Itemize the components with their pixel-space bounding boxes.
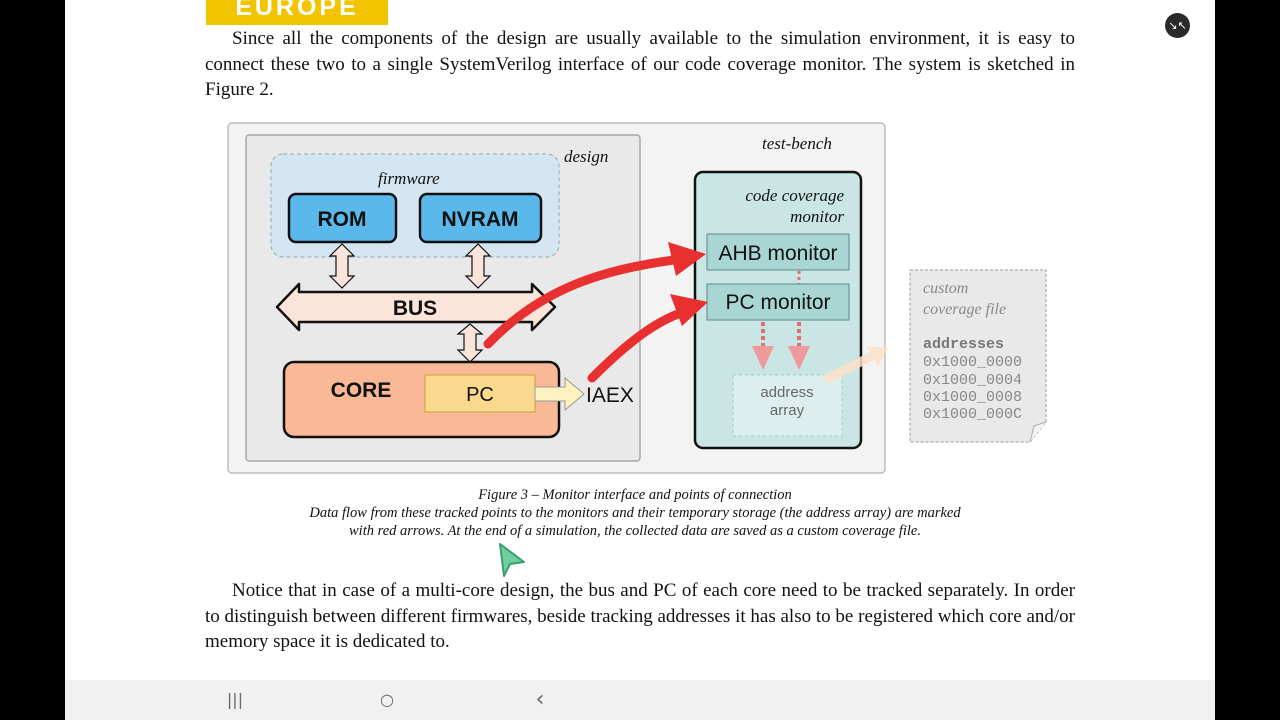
test-bench-label: test-bench xyxy=(762,134,832,153)
home-button[interactable]: ○ xyxy=(380,690,394,709)
file-address-2: 0x1000_0004 xyxy=(923,372,1022,389)
nvram-label: NVRAM xyxy=(442,208,519,231)
figure-caption-line2: with red arrows. At the end of a simulat… xyxy=(349,523,921,539)
europe-logo: EUROPE xyxy=(206,0,388,25)
file-label-line2: coverage file xyxy=(923,301,1006,318)
ahb-monitor-label: AHB monitor xyxy=(718,242,837,265)
save-to-file-arrow xyxy=(822,346,888,384)
nvram-bus-arrow xyxy=(464,243,492,289)
design-label: design xyxy=(564,147,608,166)
rom-block xyxy=(287,192,398,244)
file-address-1: 0x1000_0000 xyxy=(923,354,1022,371)
firmware-label: firmware xyxy=(378,169,440,188)
android-navigation-bar: ||| ○ ‹ xyxy=(65,680,1215,720)
rom-bus-arrow xyxy=(328,243,356,289)
iaex-label: IAEX xyxy=(586,384,634,407)
paragraph-multicore: Notice that in case of a multi-core desi… xyxy=(205,580,1075,652)
iaex-to-pc-arrowhead xyxy=(670,294,708,326)
nvram-block xyxy=(418,192,543,244)
address-array-label-line1: address xyxy=(760,384,813,401)
file-header: addresses xyxy=(923,336,1004,353)
ahb-to-array-arrowhead xyxy=(788,346,810,370)
pc-monitor-block xyxy=(706,283,850,321)
back-button[interactable]: ‹ xyxy=(535,687,545,712)
core-label: CORE xyxy=(331,379,392,402)
ccm-label-line2: monitor xyxy=(790,207,844,226)
paragraph-intro: Since all the components of the design a… xyxy=(205,28,1075,100)
bus-label: BUS xyxy=(393,297,437,320)
pc-iaex-arrow xyxy=(534,376,585,412)
bus-to-ahb-arrowhead xyxy=(668,242,706,276)
address-array-block xyxy=(732,374,843,437)
figure-caption-body: Data flow from these tracked points to t… xyxy=(205,504,1065,540)
pc-label: PC xyxy=(466,384,494,406)
rom-label: ROM xyxy=(318,208,367,231)
file-address-4: 0x1000_000C xyxy=(923,406,1022,423)
figure-caption-title: Figure 3 – Monitor interface and points … xyxy=(478,487,792,503)
file-dog-ear xyxy=(1029,421,1047,443)
ccm-label-line1: code coverage xyxy=(745,186,844,205)
file-label-line1: custom xyxy=(923,280,968,297)
pc-monitor-label: PC monitor xyxy=(725,291,830,314)
pointer-cursor-icon xyxy=(499,543,525,577)
ahb-monitor-block xyxy=(706,233,850,271)
collapse-icon[interactable]: ↘↖ xyxy=(1165,13,1190,38)
recents-button[interactable]: ||| xyxy=(226,690,244,709)
bus-arrow xyxy=(275,282,557,332)
file-address-3: 0x1000_0008 xyxy=(923,389,1022,406)
pc-to-array-arrowhead xyxy=(752,346,774,370)
bus-to-ahb-red-arrow xyxy=(483,253,695,349)
address-array-label-line2: array xyxy=(770,402,805,419)
figure-caption-line1: Data flow from these tracked points to t… xyxy=(309,505,961,521)
